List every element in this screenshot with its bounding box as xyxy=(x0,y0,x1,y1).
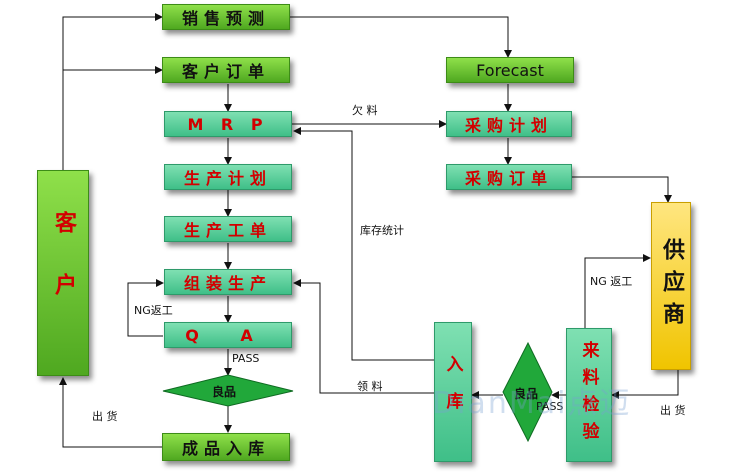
supplier-node: 供应商 xyxy=(651,202,691,370)
ng-rework-right-label: NG 返工 xyxy=(590,275,633,288)
material-issue-label: 领 料 xyxy=(357,380,383,393)
ship-right-label: 出 货 xyxy=(660,404,686,417)
purchase-plan-node: 采购计划 xyxy=(446,111,572,137)
pass-right-label: PASS xyxy=(536,400,564,413)
mrp-node: M R P xyxy=(164,111,292,137)
fg-stock-in-node: 成品入库 xyxy=(162,433,290,461)
watermark: DianMai点迈 xyxy=(432,386,632,421)
stock-in-node: 入库 xyxy=(434,322,472,462)
purchase-order-node: 采购订单 xyxy=(446,164,572,190)
good-product-diamond xyxy=(162,374,294,407)
assembly-node: 组装生产 xyxy=(164,269,292,295)
sales-forecast-node: 销售预测 xyxy=(162,4,290,30)
shortage-label: 欠 料 xyxy=(352,104,378,117)
good-product-label: 良品 xyxy=(212,385,237,399)
good-product-label-2: 良品 xyxy=(514,387,539,401)
incoming-inspection-node: 来料检验 xyxy=(566,328,612,462)
customer-order-node: 客户订单 xyxy=(162,57,290,83)
ship-left-label: 出 货 xyxy=(92,410,118,423)
ng-rework-left-label: NG返工 xyxy=(134,304,173,317)
pass-left-label: PASS xyxy=(232,352,260,365)
customer-node: 客户 xyxy=(37,170,89,376)
forecast-node: Forecast xyxy=(446,57,574,83)
production-plan-node: 生产计划 xyxy=(164,164,292,190)
qa-node: Q A xyxy=(164,322,292,348)
work-order-node: 生产工单 xyxy=(164,216,292,242)
inventory-stats-label: 库存统计 xyxy=(360,224,404,237)
good-product-diamond-2 xyxy=(502,341,553,443)
